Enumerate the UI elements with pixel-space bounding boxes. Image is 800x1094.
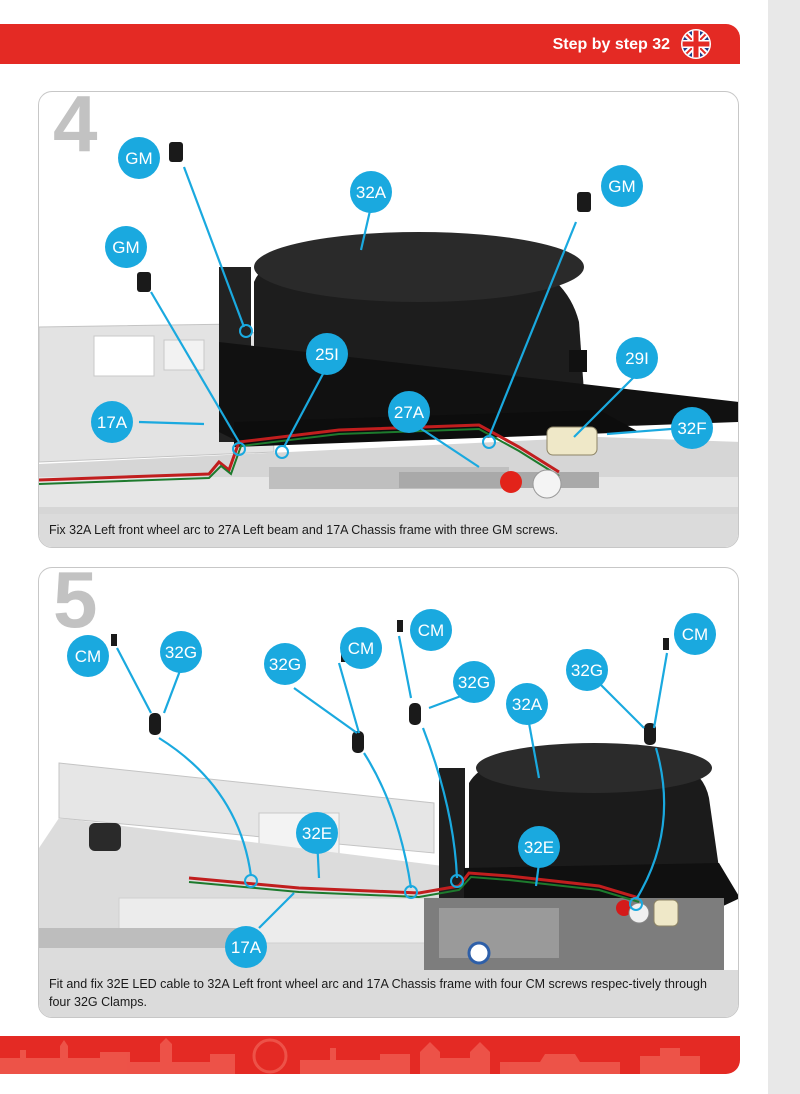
callout-label: 29I (625, 349, 649, 368)
step-4-panel: GM GM GM 32A 25I 27A 17A 29I 32F 4 Fix 3… (38, 91, 739, 548)
footer-bar (0, 1036, 740, 1074)
step-5-illustration: CM CM CM CM 32G 32G 32G 32G 32A 32E 32E … (39, 609, 738, 972)
callout-label: 17A (97, 413, 128, 432)
step-caption: Fit and fix 32E LED cable to 32A Left fr… (39, 970, 738, 1017)
callout-label: 17A (231, 938, 262, 957)
callout-label: 32G (571, 661, 603, 680)
callout-label: 25I (315, 345, 339, 364)
callout-label: CM (682, 625, 708, 644)
callout-label: 32F (677, 419, 706, 438)
callout-label: 32G (165, 643, 197, 662)
callout-label: CM (418, 621, 444, 640)
step-number: 5 (53, 567, 98, 644)
callout-label: CM (75, 647, 101, 666)
callout-label: 32G (269, 655, 301, 674)
callout-label: 27A (394, 403, 425, 422)
page-title: Step by step 32 (552, 36, 670, 53)
callout-label: 32G (458, 673, 490, 692)
london-skyline-decoration (0, 1038, 700, 1074)
step-caption: Fix 32A Left front wheel arc to 27A Left… (39, 514, 738, 547)
callout-label: 32E (302, 824, 332, 843)
callout-label: 32E (524, 838, 554, 857)
step-4-illustration: GM GM GM 32A 25I 27A 17A 29I 32F (39, 137, 738, 516)
header-bar: Step by step 32 (0, 24, 740, 64)
callout-label: GM (608, 177, 635, 196)
callout-label: 32A (512, 695, 543, 714)
callout-label: CM (348, 639, 374, 658)
step-number: 4 (53, 91, 98, 168)
callout-label: 32A (356, 183, 387, 202)
callout-label: GM (125, 149, 152, 168)
callout-label: GM (112, 238, 139, 257)
step-5-panel: CM CM CM CM 32G 32G 32G 32G 32A 32E 32E … (38, 567, 739, 1018)
uk-flag-icon (681, 29, 711, 59)
